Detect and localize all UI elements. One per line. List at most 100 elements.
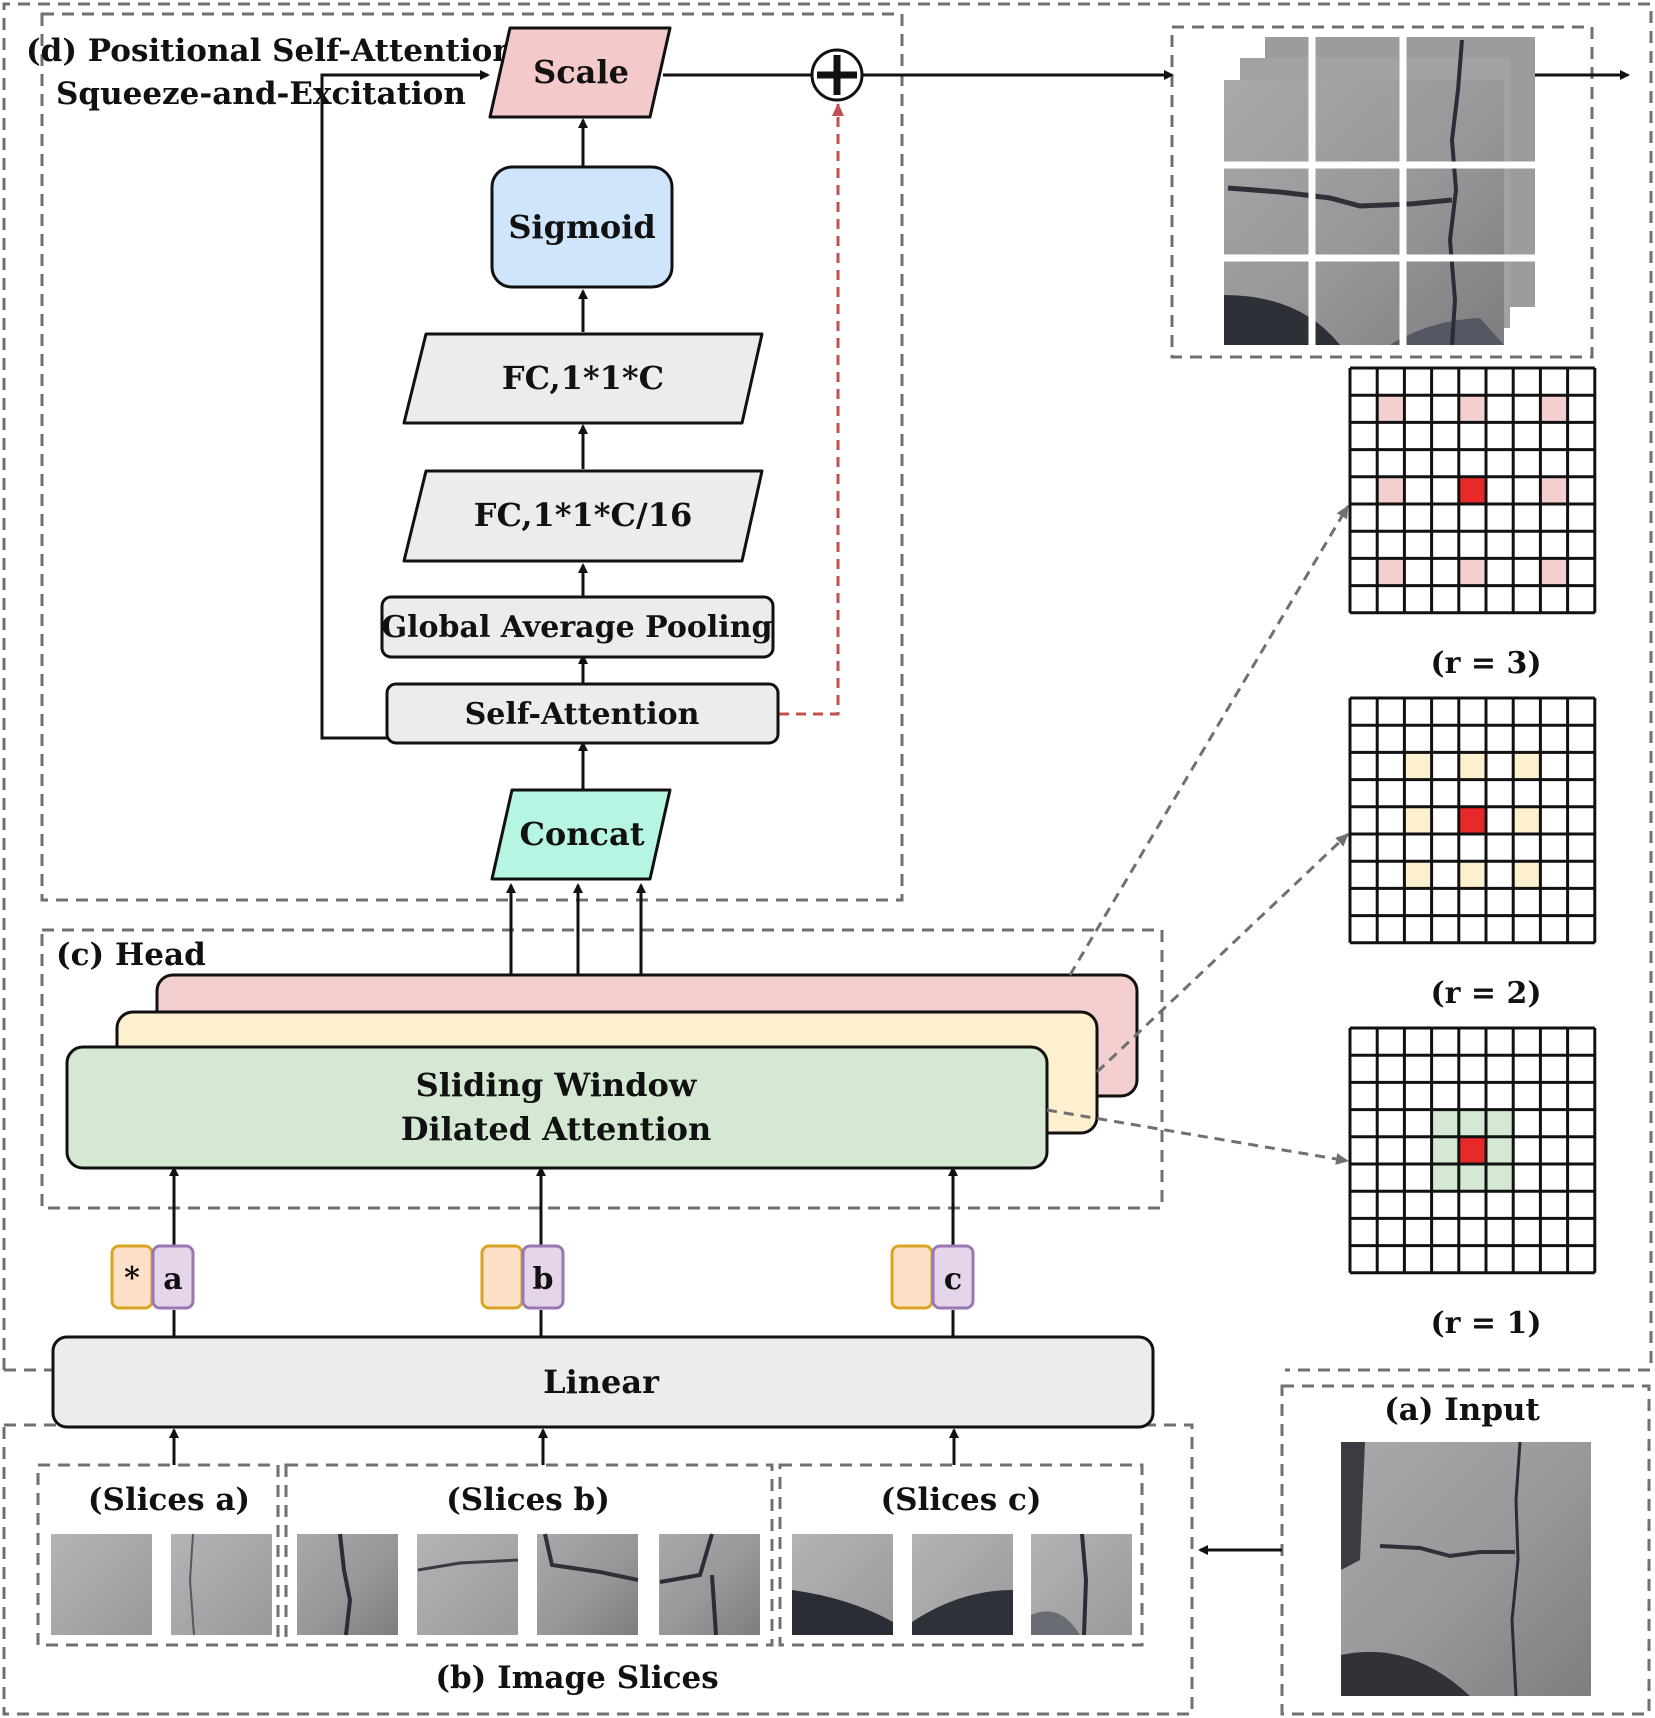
- token-c-extra: [890, 1244, 934, 1310]
- slice-b-3-crack: [543, 1533, 639, 1582]
- grid-highlight-cell: [1458, 752, 1486, 780]
- slice-a-2: [171, 1534, 272, 1635]
- frame-slices-b: [284, 1463, 774, 1647]
- grid-highlight-cell: [1458, 1164, 1486, 1192]
- fc-c-shape: [402, 332, 764, 425]
- grid-highlight-cell: [1458, 1109, 1486, 1137]
- gap-shape: [380, 595, 775, 659]
- slices-a-group: (Slices a): [51, 1482, 272, 1636]
- input-image: [1341, 1441, 1591, 1697]
- token-b-label: b: [533, 1262, 554, 1297]
- slice-c-1-shadow: [792, 1590, 893, 1635]
- sliding-window-label-1: Sliding Window: [416, 1066, 698, 1104]
- grid-highlight-cell: [1540, 476, 1568, 504]
- block-scale: Scale: [488, 26, 672, 119]
- slice-b-3: [537, 1534, 638, 1635]
- grid-highlight-cell: [1486, 1136, 1514, 1164]
- grid-r2: [1348, 696, 1597, 945]
- self-attention-shape: [385, 682, 780, 745]
- input-crack-horizontal: [1379, 1544, 1515, 1559]
- mosaic-crack-horizontal: [1227, 185, 1453, 209]
- token-a-extra-label: *: [124, 1261, 140, 1296]
- grid-r3: [1348, 366, 1597, 615]
- grid-pointer-arrows: [1046, 505, 1350, 1165]
- pointer-to-grid-r2: [1095, 832, 1350, 1074]
- grid-r3-label: (r = 3): [1430, 646, 1541, 681]
- sum-node: [810, 48, 864, 102]
- grid-highlight-cell: [1404, 861, 1432, 889]
- token-b: [521, 1244, 565, 1310]
- self-attention-label: Self-Attention: [465, 697, 700, 732]
- grid-highlight-cell: [1458, 395, 1486, 423]
- slice-a-2-crack: [188, 1533, 195, 1636]
- slice-b-4: [659, 1534, 760, 1635]
- sigmoid-shape: [490, 165, 674, 289]
- slice-c-3-shadow: [1031, 1611, 1080, 1635]
- fc-c-label: FC,1*1*C: [502, 359, 664, 397]
- gap-label: Global Average Pooling: [382, 610, 773, 645]
- grid-r1: [1348, 1026, 1597, 1275]
- section-d-title-line1: (d) Positional Self-Attention: [26, 33, 515, 69]
- grid-highlight-cell: [1404, 806, 1432, 834]
- token-a-label: a: [163, 1262, 182, 1297]
- slice-c-2-shadow: [912, 1590, 1013, 1635]
- grid-highlight-cell: [1458, 476, 1486, 504]
- grid-highlight-cell: [1431, 1164, 1459, 1192]
- grid-r2-label: (r = 2): [1430, 976, 1541, 1011]
- plus-icon: [817, 55, 857, 95]
- frame-output: [1170, 25, 1594, 359]
- frame-slices-c: [778, 1463, 1144, 1647]
- linear-shape: [51, 1335, 1155, 1429]
- slice-b-2: [417, 1534, 518, 1635]
- head-layer-green: [65, 1045, 1049, 1170]
- mosaic-shadow-2: [1390, 318, 1504, 345]
- slices-c-group: (Slices c): [792, 1482, 1132, 1636]
- block-sigmoid: Sigmoid: [490, 165, 674, 289]
- section-a-title: (a) Input: [1384, 1392, 1540, 1428]
- residual-arrow: [779, 103, 844, 716]
- tokens: * a b c: [110, 1244, 975, 1310]
- slice-b-1-crack: [338, 1533, 353, 1636]
- input-bottom-shadow: [1341, 1651, 1470, 1696]
- grid-highlight-cell: [1540, 558, 1568, 586]
- grid-highlight-cell: [1458, 861, 1486, 889]
- scale-shape: [488, 26, 672, 119]
- frame-b: [2, 1423, 1194, 1716]
- section-d-title-line2: Squeeze-and-Excitation: [56, 76, 466, 112]
- grid-highlight-cell: [1458, 558, 1486, 586]
- fc-c16-shape: [402, 469, 764, 563]
- slice-c-3-crack: [1080, 1533, 1089, 1636]
- grid-highlight-cell: [1513, 861, 1541, 889]
- grid-highlight-cell: [1377, 395, 1405, 423]
- pointer-to-grid-r3: [1068, 505, 1350, 976]
- grid-highlight-cell: [1513, 752, 1541, 780]
- slice-b-2-crack: [417, 1558, 519, 1572]
- token-b-extra: [480, 1244, 524, 1310]
- mosaic-gaps: [1224, 37, 1535, 345]
- token-c: [931, 1244, 975, 1310]
- sigmoid-label: Sigmoid: [508, 208, 655, 246]
- grid-highlight-cell: [1431, 1109, 1459, 1137]
- grid-highlight-cell: [1513, 806, 1541, 834]
- grid-highlight-cell: [1486, 1109, 1514, 1137]
- concat-label: Concat: [519, 815, 644, 853]
- frame-slices-a: [36, 1463, 280, 1647]
- block-self-attention: Self-Attention: [385, 682, 780, 745]
- block-fc-c: FC,1*1*C: [402, 332, 764, 425]
- grid-highlight-cell: [1540, 395, 1568, 423]
- frame-d: [40, 12, 904, 902]
- block-concat: Concat: [490, 788, 672, 881]
- mosaic-crack-vertical: [1447, 39, 1464, 346]
- grid-highlight-cell: [1377, 558, 1405, 586]
- slices-a-label: (Slices a): [88, 1482, 250, 1518]
- input-crack-vertical: [1510, 1441, 1522, 1697]
- slice-b-4-crack: [659, 1533, 718, 1636]
- grid-highlight-cell: [1486, 1164, 1514, 1192]
- section-c-title: (c) Head: [56, 937, 206, 973]
- grid-highlight-cell: [1458, 1136, 1486, 1164]
- grid-r1-label: (r = 1): [1430, 1306, 1541, 1341]
- block-linear: Linear: [51, 1335, 1155, 1429]
- slices-b-label: (Slices b): [446, 1482, 610, 1518]
- fc-c16-label: FC,1*1*C/16: [474, 496, 692, 534]
